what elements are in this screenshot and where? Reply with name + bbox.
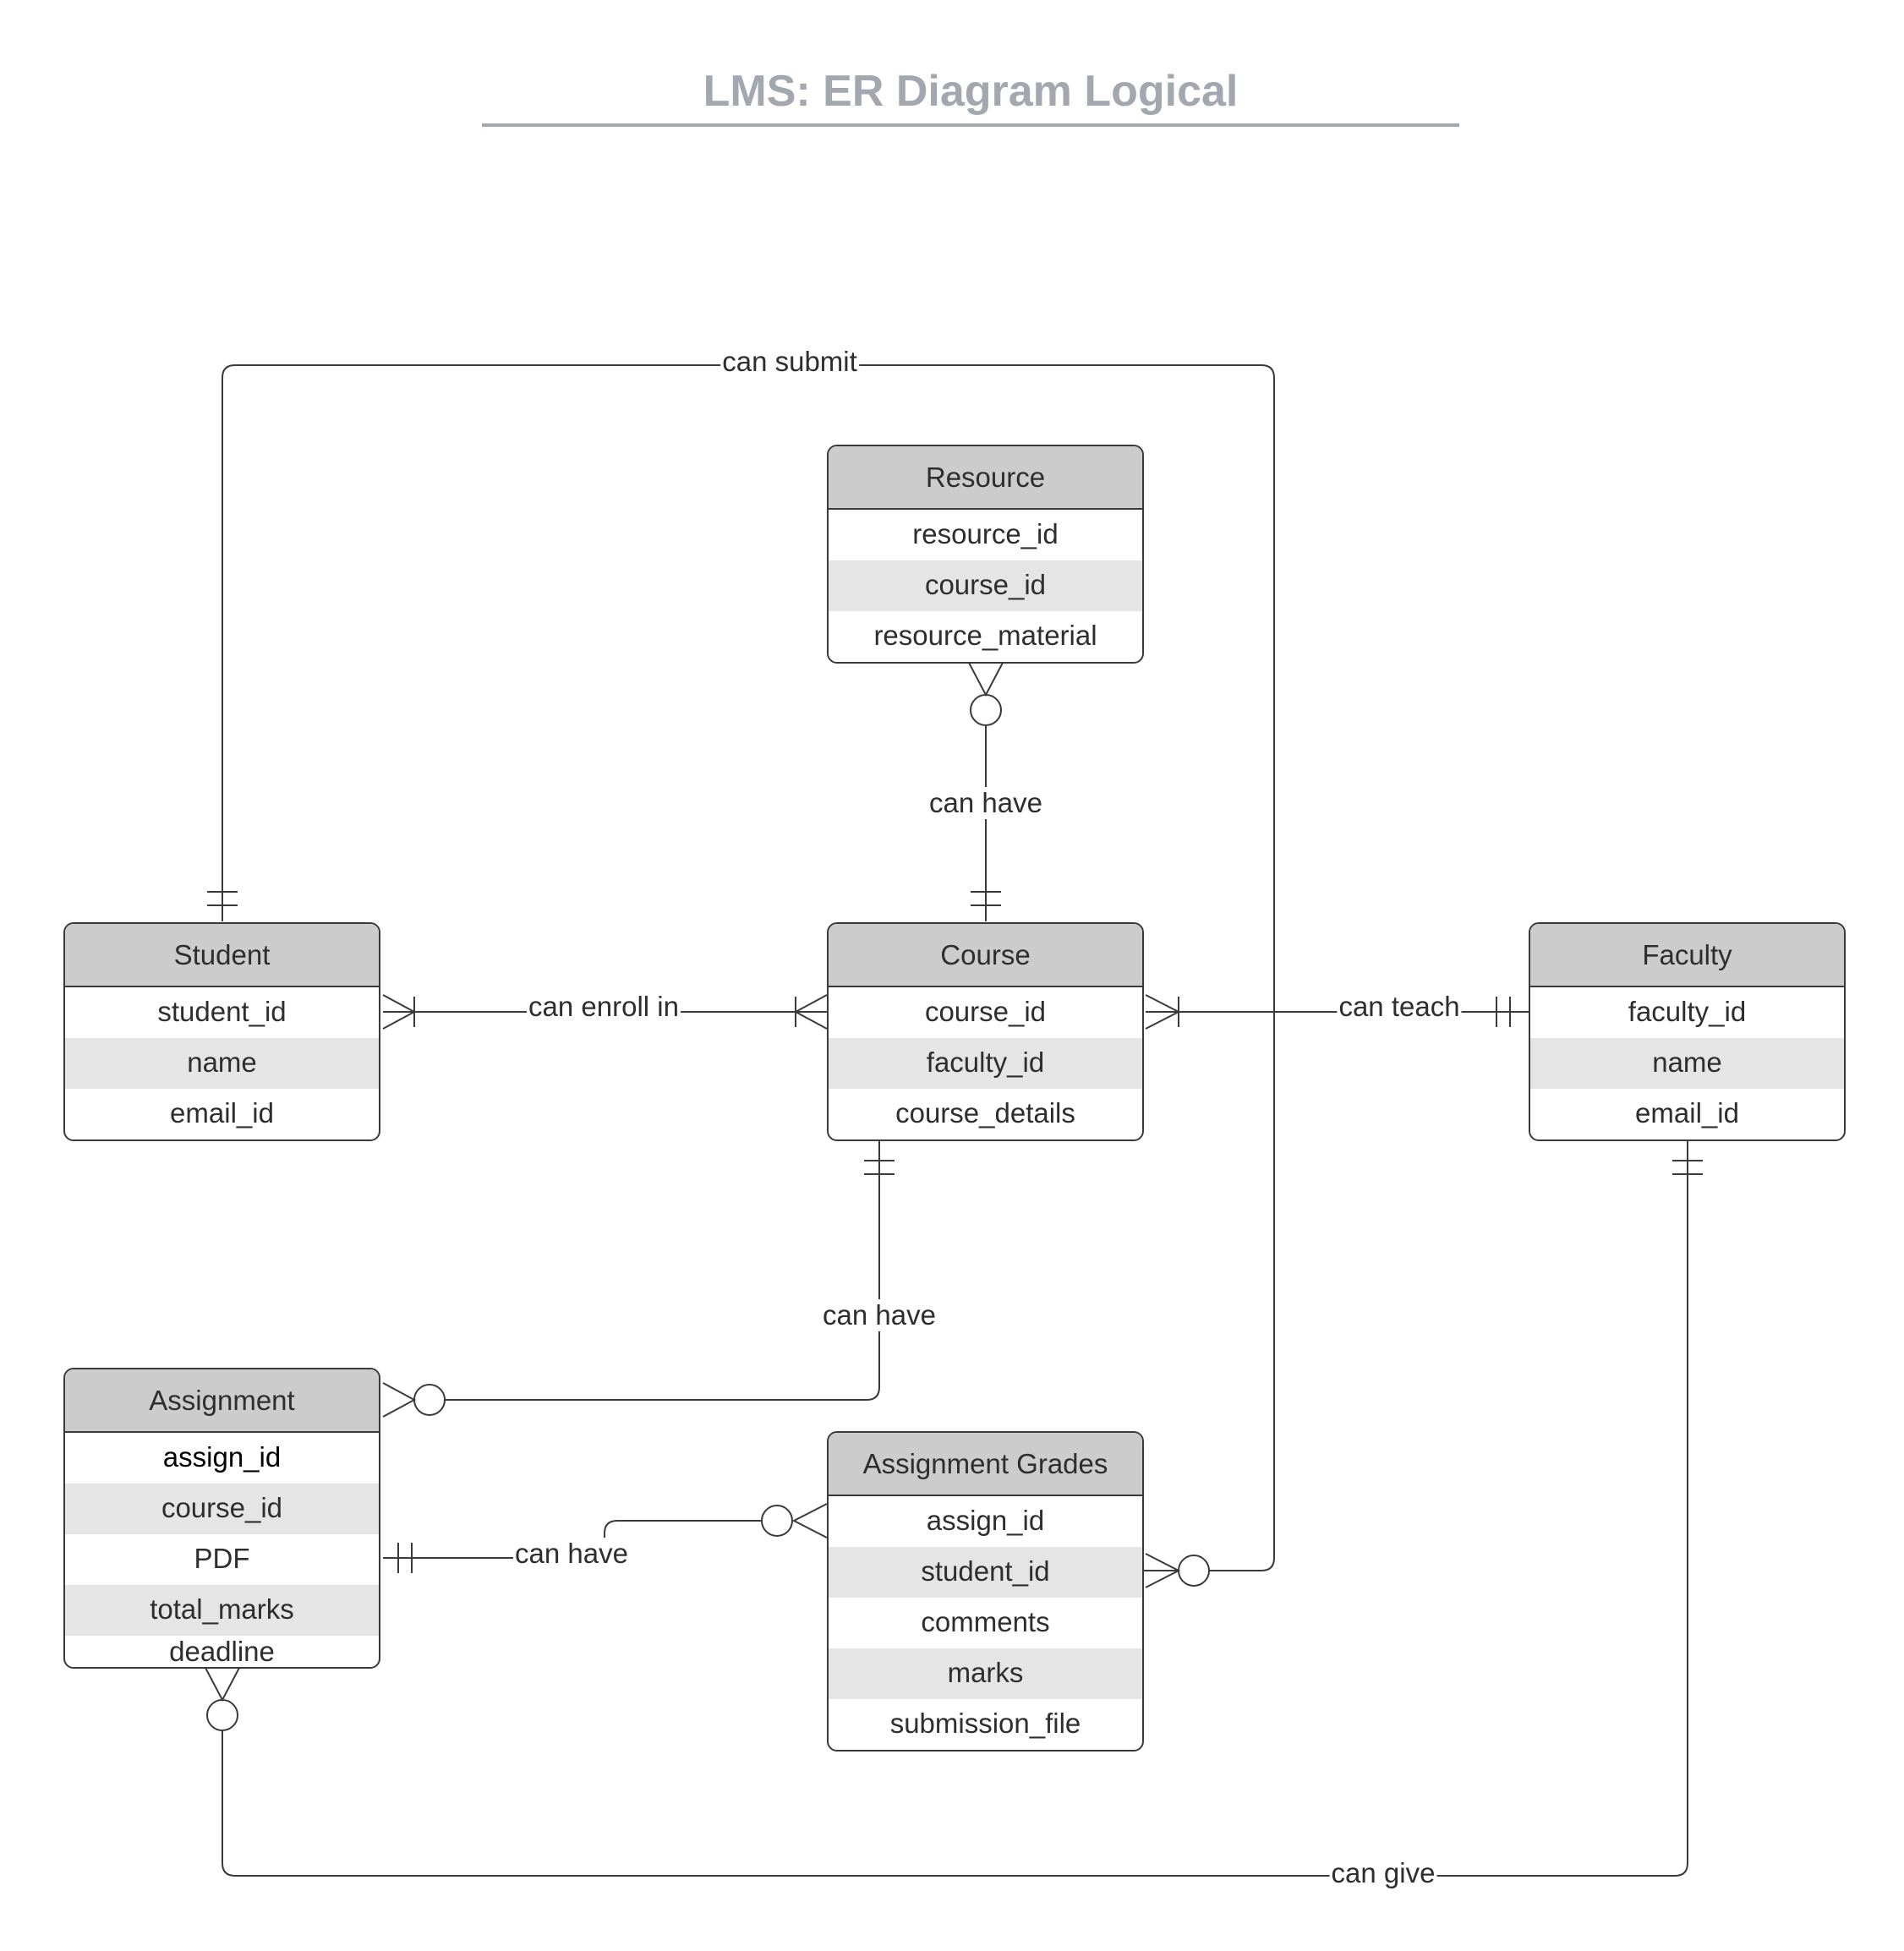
attribute-total-marks: total_marks [65, 1585, 379, 1636]
assignment-can-have-line [445, 1139, 880, 1401]
attribute-student-id: student_id [157, 996, 287, 1027]
relationship-label-can-submit: can submit [720, 346, 859, 378]
relationship-label-resource-can-have: can have [927, 787, 1044, 819]
attribute-course-id: course_id [65, 1484, 379, 1534]
assignment-can-have-many-mark [382, 1382, 417, 1418]
attribute-course-details: course_details [895, 1097, 1075, 1129]
attribute-pdf: PDF [194, 1543, 250, 1574]
diagram-title: LMS: ER Diagram Logical [703, 67, 1239, 116]
attribute-faculty-id: faculty_id [1628, 996, 1747, 1027]
relationship-label-assignment-can-have: can have [821, 1299, 938, 1331]
entity-faculty[interactable]: Faculty faculty_id name email_id [1529, 922, 1846, 1141]
grades-can-have-zero-mark [761, 1505, 793, 1537]
attribute-faculty-id: faculty_id [829, 1038, 1142, 1089]
relationship-label-can-give: can give [1329, 1857, 1437, 1889]
attribute-resource-material: resource_material [873, 620, 1097, 651]
attribute-email-id: email_id [1635, 1097, 1739, 1129]
title-underline [482, 123, 1459, 127]
can-submit-line [222, 364, 1275, 1571]
grades-can-have-line [383, 1520, 762, 1559]
attribute-email-id: email_id [170, 1097, 274, 1129]
can-submit-many-mark [1145, 1553, 1181, 1588]
entity-resource[interactable]: Resource resource_id course_id resource_… [827, 445, 1144, 664]
can-submit-zero-mark [1178, 1555, 1210, 1587]
attribute-submission-file: submission_file [889, 1708, 1081, 1739]
attribute-marks: marks [829, 1648, 1142, 1699]
grades-can-have-many-mark [791, 1503, 828, 1538]
entity-student-name: Student [65, 924, 379, 987]
entity-course-name: Course [829, 924, 1142, 987]
resource-can-have-zero-mark [970, 694, 1002, 726]
can-give-many-mark [205, 1667, 240, 1702]
attribute-comments: comments [921, 1606, 1050, 1637]
can-give-line [222, 1139, 1688, 1877]
entity-course[interactable]: Course course_id faculty_id course_detai… [827, 922, 1144, 1141]
relationship-label-can-teach: can teach [1337, 991, 1462, 1023]
entity-faculty-name: Faculty [1530, 924, 1844, 987]
can-give-zero-mark [206, 1699, 238, 1731]
attribute-assign-id: assign_id [162, 1441, 282, 1473]
relationship-label-grades-can-have: can have [513, 1538, 630, 1570]
entity-assignment[interactable]: Assignment assign_id course_id PDF total… [63, 1368, 380, 1669]
attribute-assign-id: assign_id [926, 1505, 1045, 1536]
assignment-can-have-zero-mark [413, 1384, 446, 1416]
entity-assignment-grades[interactable]: Assignment Grades assign_id student_id c… [827, 1431, 1144, 1752]
attribute-student-id: student_id [829, 1547, 1142, 1598]
attribute-resource-id: resource_id [912, 518, 1059, 549]
attribute-deadline: deadline [169, 1636, 275, 1667]
attribute-course-id: course_id [924, 996, 1047, 1027]
resource-can-have-many-mark [968, 662, 1004, 697]
relationship-label-can-enroll-in: can enroll in [527, 991, 681, 1023]
attribute-name: name [1530, 1038, 1844, 1089]
entity-resource-name: Resource [829, 446, 1142, 510]
attribute-course-id: course_id [829, 560, 1142, 611]
entity-student[interactable]: Student student_id name email_id [63, 922, 380, 1141]
entity-assignment-name: Assignment [65, 1369, 379, 1433]
entity-assignment-grades-name: Assignment Grades [829, 1433, 1142, 1496]
attribute-name: name [65, 1038, 379, 1089]
